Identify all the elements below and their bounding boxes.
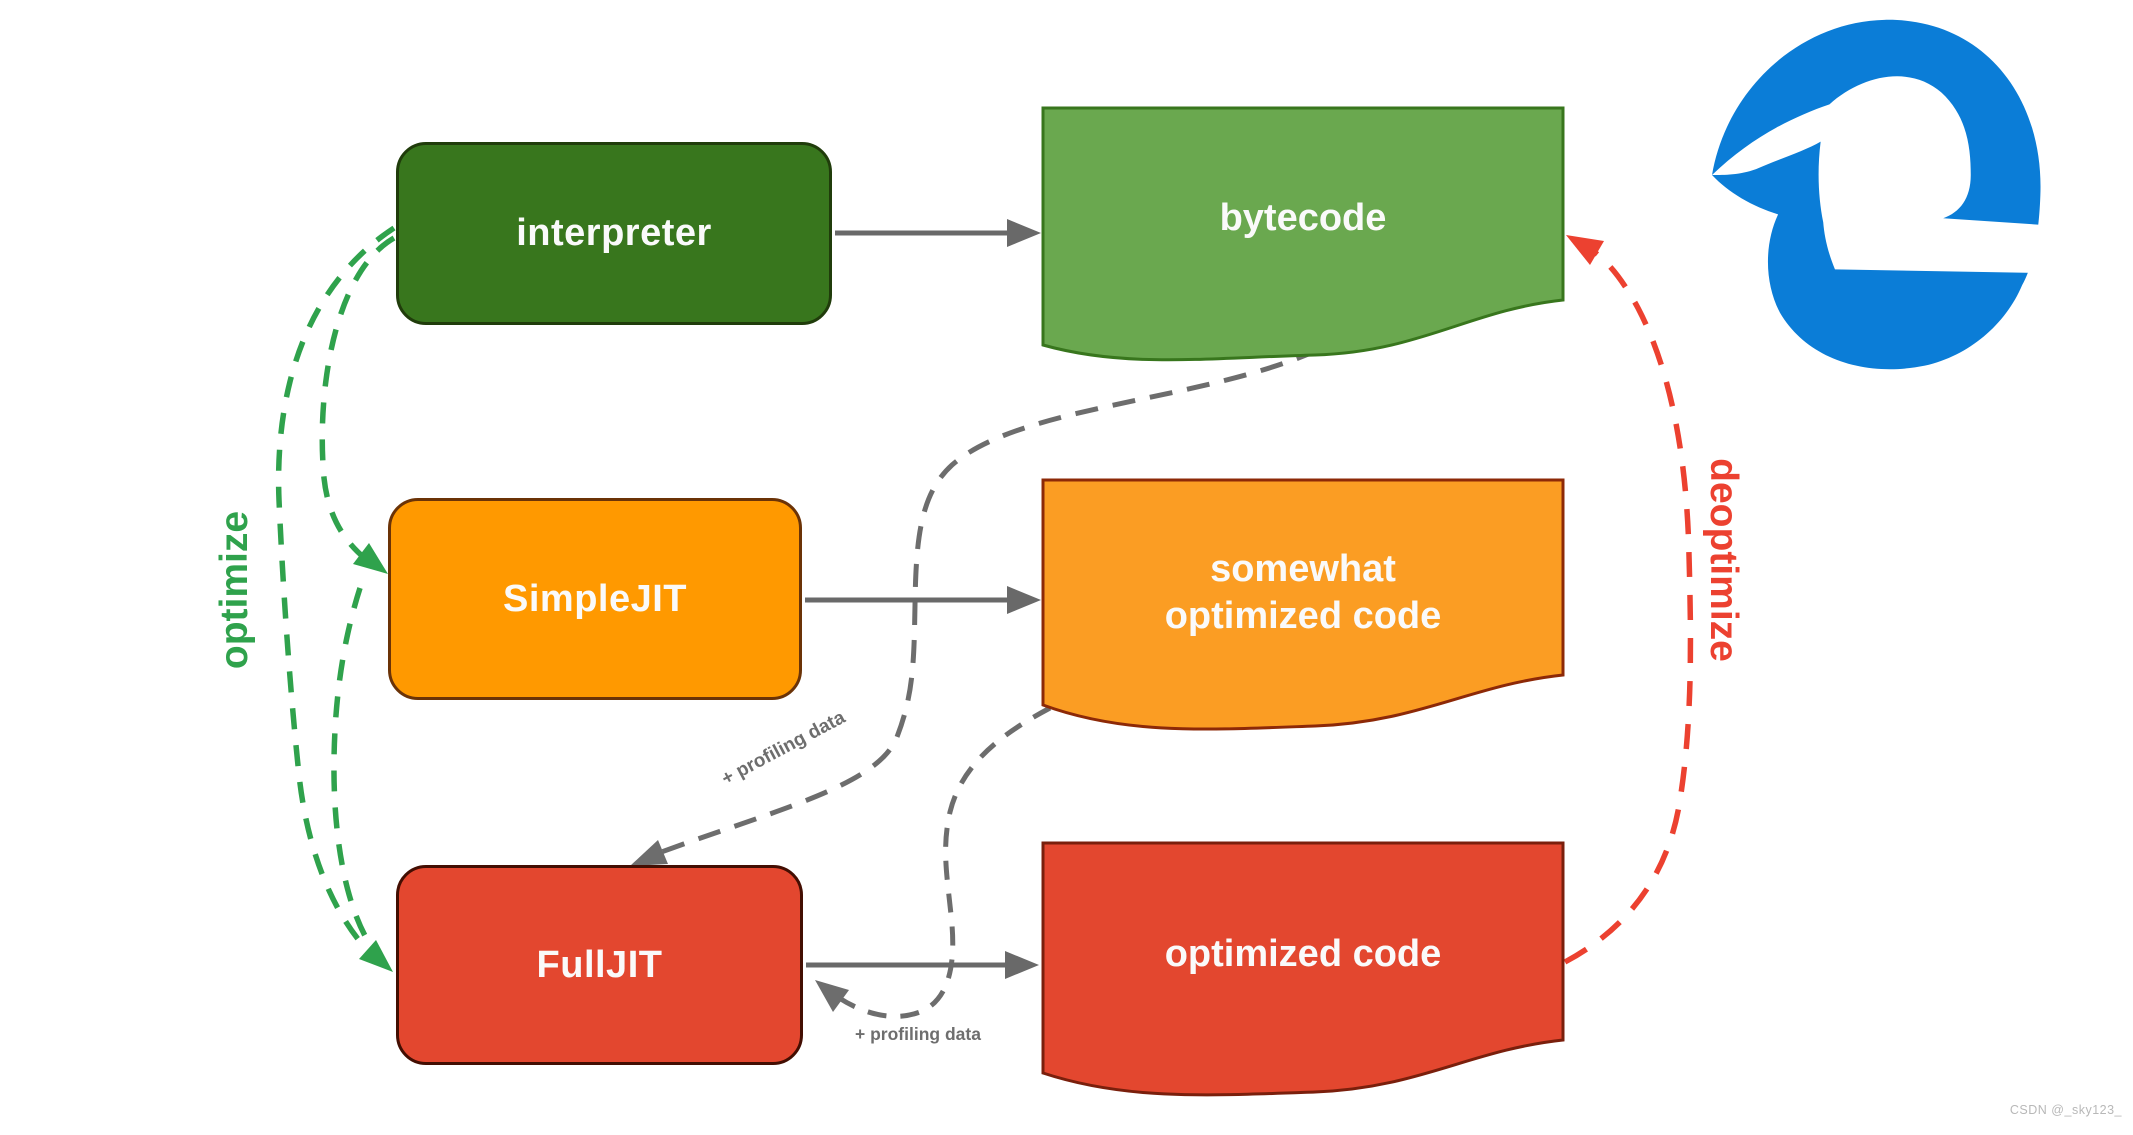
arrow-interpreter-to-bytecode	[835, 219, 1041, 247]
edge-optimized-to-bytecode	[1563, 238, 1694, 965]
node-somewhat-optimized-label: somewhat optimized code	[1164, 548, 1442, 637]
edge-interpreter-to-simplejit	[319, 235, 396, 571]
node-simplejit: SimpleJIT	[388, 498, 802, 700]
label-profiling-data-horizontal: + profiling data	[855, 1024, 981, 1044]
edge-simplejit-to-fulljit	[331, 587, 378, 954]
arrow-fulljit-to-optimized	[806, 951, 1039, 979]
arrowhead-into-fulljit-right	[815, 980, 849, 1012]
arrowhead-into-fulljit-left	[359, 940, 393, 972]
label-optimize: optimize	[213, 510, 256, 670]
node-optimized-code-shape	[1041, 841, 1565, 1097]
arrowhead-into-fulljit-top	[630, 840, 668, 866]
watermark: CSDN @_sky123_	[2009, 1103, 2122, 1117]
edge-interpreter-to-fulljit	[275, 225, 396, 969]
node-simplejit-label: SimpleJIT	[503, 577, 687, 620]
arrowhead-into-bytecode-right	[1566, 235, 1604, 265]
node-bytecode-label: bytecode	[1219, 196, 1387, 239]
edge-logo	[1712, 19, 2061, 370]
node-interpreter: interpreter	[396, 142, 832, 325]
node-fulljit: FullJIT	[396, 865, 803, 1065]
arrowhead-into-simplejit-left	[353, 543, 388, 574]
node-bytecode-shape	[1041, 106, 1565, 362]
node-optimized-code-label: optimized code	[1164, 932, 1442, 975]
node-interpreter-label: interpreter	[516, 212, 712, 254]
arrow-simplejit-to-somewhat	[805, 586, 1041, 614]
label-deoptimize: deoptimize	[1702, 458, 1745, 662]
node-somewhat-optimized-shape	[1041, 478, 1565, 731]
node-fulljit-label: FullJIT	[536, 943, 663, 986]
